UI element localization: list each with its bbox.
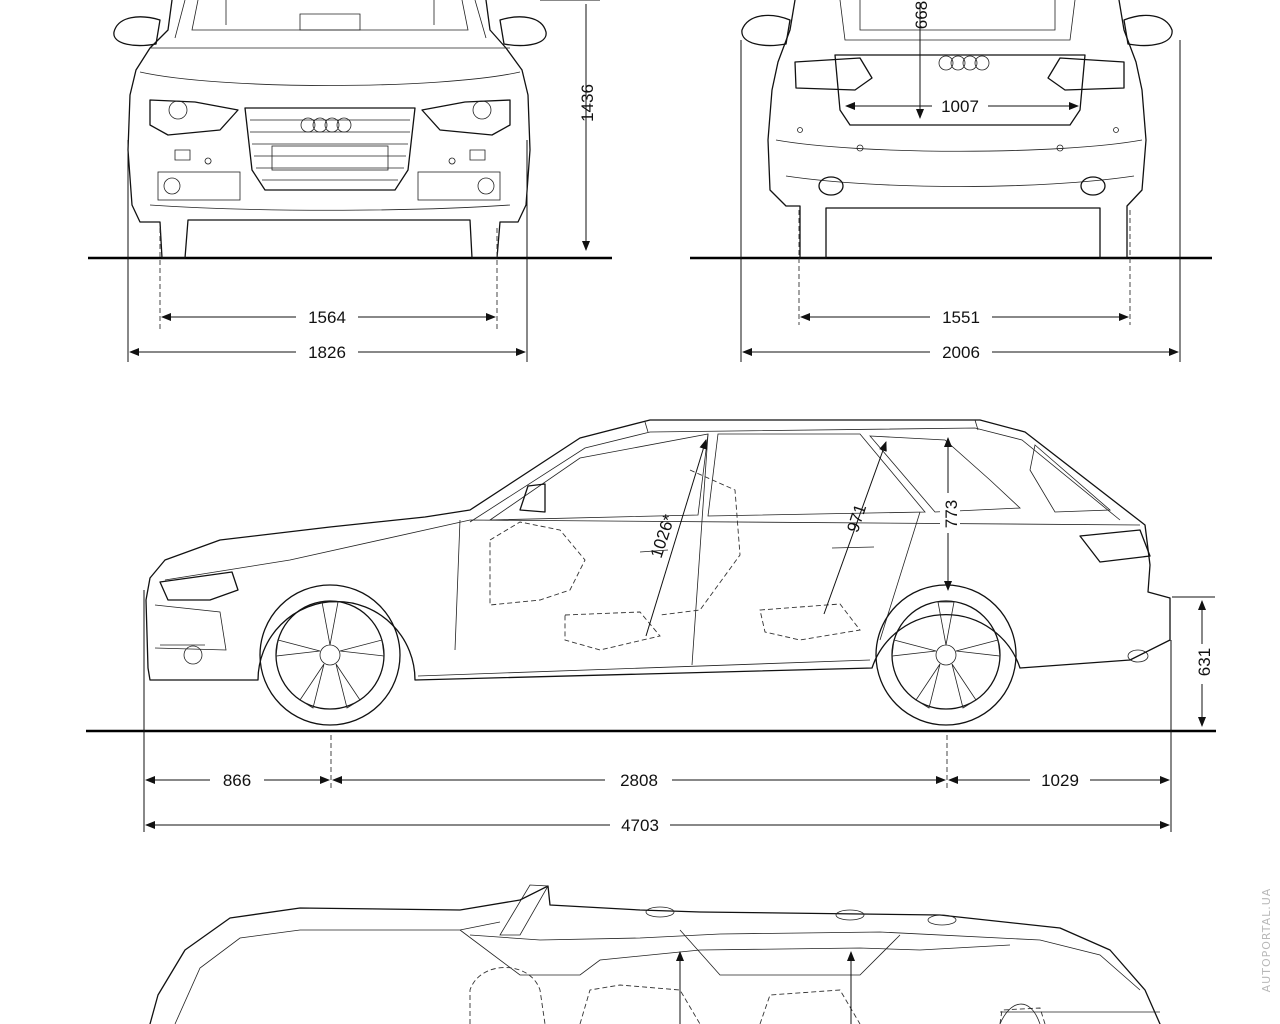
side-mirror xyxy=(519,483,546,513)
tailgate-height-label: 668 xyxy=(912,1,931,29)
left-headlight xyxy=(149,99,239,136)
mirror-width-label: 2006 xyxy=(942,343,980,362)
cargo-opening-label: 773 xyxy=(942,500,961,528)
front-height-label: 1436 xyxy=(578,84,597,122)
overall-length-label: 4703 xyxy=(621,816,659,835)
roof-fin-antenna xyxy=(499,884,549,936)
front-overhang-label: 866 xyxy=(223,771,251,790)
tailgate xyxy=(834,54,1086,126)
rear-view: 668 1007 1551 2006 xyxy=(690,0,1212,362)
right-headlight xyxy=(421,99,511,136)
rear-track-label: 1551 xyxy=(942,308,980,327)
rear-left-mirror xyxy=(741,14,791,47)
tailgate-width-label: 1007 xyxy=(941,97,979,116)
right-exhaust xyxy=(1080,176,1106,196)
side-headlight xyxy=(159,571,239,601)
side-view: 1026* 971 773 631 866 2808 1029 4703 xyxy=(86,419,1216,835)
left-mirror xyxy=(113,16,161,47)
rear-right-mirror xyxy=(1123,14,1173,47)
front-wheel xyxy=(259,584,401,726)
rear-right-taillight xyxy=(1047,57,1125,91)
front-view: 1436 1564 1826 xyxy=(88,0,612,362)
front-grille xyxy=(244,107,416,191)
sill-height-label: 631 xyxy=(1195,648,1214,676)
front-headroom-label: 1026* xyxy=(647,512,679,560)
rear-left-taillight xyxy=(794,57,873,91)
watermark-text: AUTOPORTAL.UA xyxy=(1260,888,1273,993)
rear-rings-logo xyxy=(938,55,990,71)
brand-rings-logo xyxy=(300,117,352,133)
right-mirror xyxy=(499,16,547,47)
front-track-label: 1564 xyxy=(308,308,346,327)
front-width-label: 1826 xyxy=(308,343,346,362)
rear-headroom-label: 971 xyxy=(843,502,870,535)
rear-wheel xyxy=(875,584,1017,726)
wheelbase-label: 2808 xyxy=(620,771,658,790)
top-view xyxy=(149,884,1161,1024)
rear-overhang-label: 1029 xyxy=(1041,771,1079,790)
left-exhaust xyxy=(818,176,844,196)
side-taillight xyxy=(1079,529,1151,563)
